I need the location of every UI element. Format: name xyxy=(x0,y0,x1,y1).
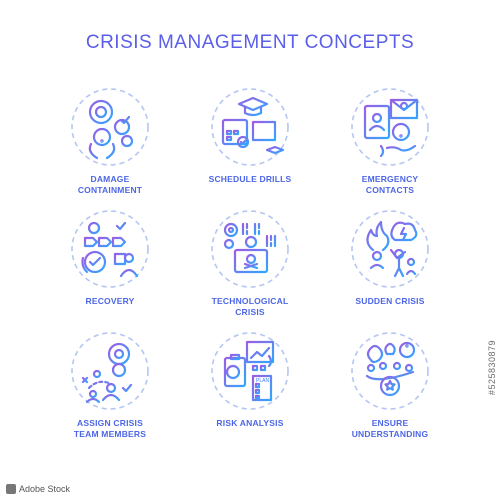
concept-label: SCHEDULE DRILLS xyxy=(208,174,292,184)
concept-label: SUDDEN CRISIS xyxy=(355,296,425,306)
contact-book-envelope-icon xyxy=(351,88,429,166)
concept-risk-analysis: PLAN RISK ANALYSIS xyxy=(180,328,320,450)
concept-recovery: RECOVERY xyxy=(40,206,180,328)
concept-label: RECOVERY xyxy=(85,296,135,306)
stock-brand: Adobe Stock xyxy=(19,484,71,494)
recovery-process-icon xyxy=(71,210,149,288)
adobe-logo-icon xyxy=(6,484,16,494)
stock-id: #525830879 xyxy=(487,340,497,396)
concept-schedule-drills: SCHEDULE DRILLS xyxy=(180,84,320,206)
calendar-graduation-board-icon xyxy=(211,88,289,166)
stock-logo: Adobe Stock xyxy=(6,484,70,494)
concept-label: RISK ANALYSIS xyxy=(216,418,284,428)
risk-plan-chart-icon: PLAN xyxy=(211,332,289,410)
computer-virus-icon xyxy=(211,210,289,288)
plan-text: PLAN xyxy=(256,378,269,384)
people-idea-badge-icon xyxy=(351,332,429,410)
concept-sudden-crisis: SUDDEN CRISIS xyxy=(320,206,460,328)
page-title: CRISIS MANAGEMENT CONCEPTS xyxy=(85,32,415,53)
fire-lightning-people-icon xyxy=(351,210,429,288)
team-strategy-icon xyxy=(71,332,149,410)
target-gears-alert-icon xyxy=(71,88,149,166)
